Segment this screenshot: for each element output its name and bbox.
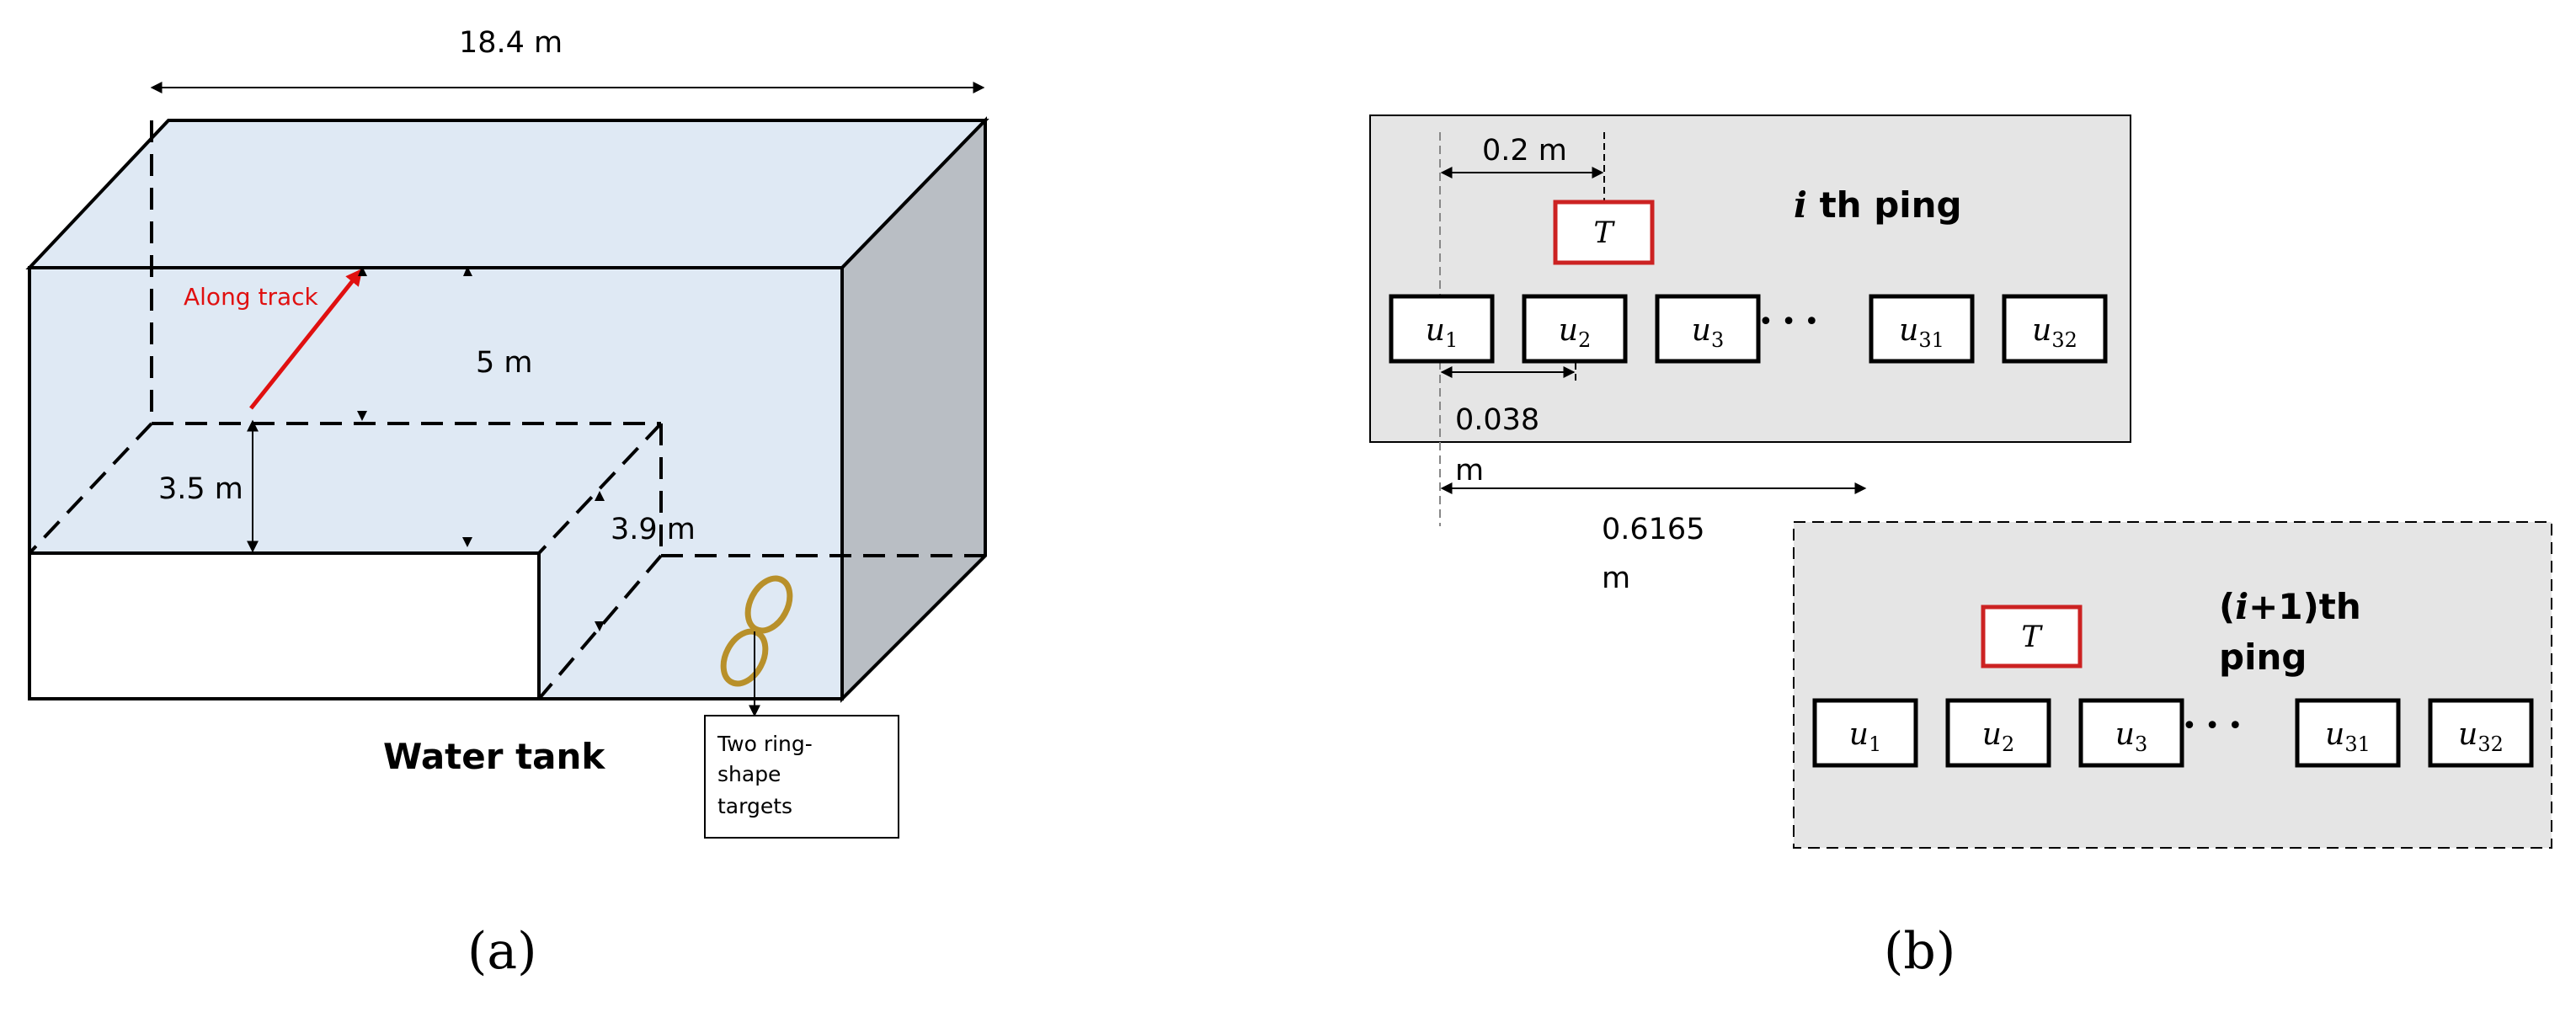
element-box-i-u1 <box>1389 294 1495 364</box>
element-label-next-u3: u3 <box>2115 717 2147 756</box>
ping-next-title: (i+1)th ping <box>2219 586 2373 678</box>
element-box-next-u1 <box>1812 698 1918 768</box>
element-box-next-u31 <box>2295 698 2401 768</box>
spacing-02-label: 0.2 m <box>1482 134 1567 168</box>
spacing-0038-label: 0.038 <box>1455 403 1539 437</box>
caption-b: (b) <box>1884 922 1955 981</box>
element-label-i-u1: u1 <box>1426 313 1458 352</box>
array-row-i: u1 u2 u3 u31 u32 • • • <box>1389 294 2108 364</box>
ellipsis-i: • • • <box>1758 307 1819 337</box>
step-depth-label: 3.9 m <box>611 513 696 546</box>
ellipsis-next: • • • <box>2182 711 2243 741</box>
element-label-i-u2: u2 <box>1559 313 1591 352</box>
target-symbol-next: T <box>2021 621 2043 654</box>
array-row-next: u1 u2 u3 u31 u32 • • • <box>1812 698 2534 768</box>
element-box-i-u31 <box>1869 294 1975 364</box>
panel-a: 18.4 m Along track 5 <box>25 26 989 981</box>
target-box-i <box>1553 200 1655 265</box>
element-box-next-u3 <box>2078 698 2184 768</box>
ping-next-panel <box>1793 521 2552 849</box>
element-box-next-u32 <box>2428 698 2534 768</box>
step-block-front <box>28 551 541 700</box>
along-track-arrow <box>249 268 363 410</box>
element-label-i-u3: u3 <box>1692 313 1724 352</box>
ping-i-panel <box>1369 115 2131 443</box>
element-label-next-u2: u2 <box>1982 717 2014 756</box>
element-label-next-u32: u32 <box>2458 717 2504 756</box>
targets-callout-text: Two ring- shape targets <box>717 732 819 818</box>
hidden-edges <box>28 120 985 700</box>
targets-callout-box <box>704 715 899 839</box>
ring-targets-icon <box>720 575 793 687</box>
tank-title: Water tank <box>383 736 605 777</box>
element-label-next-u1: u1 <box>1849 717 1881 756</box>
element-box-i-u32 <box>2002 294 2108 364</box>
target-symbol-i: T <box>1593 216 1615 250</box>
caption-a: (a) <box>467 922 537 981</box>
width-label: 18.4 m <box>459 26 563 60</box>
tank-top-face <box>25 119 989 269</box>
spacing-0038-unit: m <box>1455 454 1484 487</box>
shift-unit: m <box>1602 562 1630 595</box>
element-label-next-u31: u31 <box>2325 717 2371 756</box>
tick-markers <box>357 266 605 631</box>
ping-i-title: i th ping <box>1794 184 1962 226</box>
shift-label: 0.6165 <box>1602 513 1704 546</box>
target-box-next <box>1981 605 2083 668</box>
element-label-i-u32: u32 <box>2032 313 2077 352</box>
along-track-label: Along track <box>184 283 319 311</box>
element-box-i-u2 <box>1522 294 1628 364</box>
element-box-next-u2 <box>1945 698 2051 768</box>
depth-label: 5 m <box>476 346 533 380</box>
element-label-i-u31: u31 <box>1899 313 1944 352</box>
step-height-label: 3.5 m <box>158 472 243 506</box>
element-box-i-u3 <box>1655 294 1761 364</box>
